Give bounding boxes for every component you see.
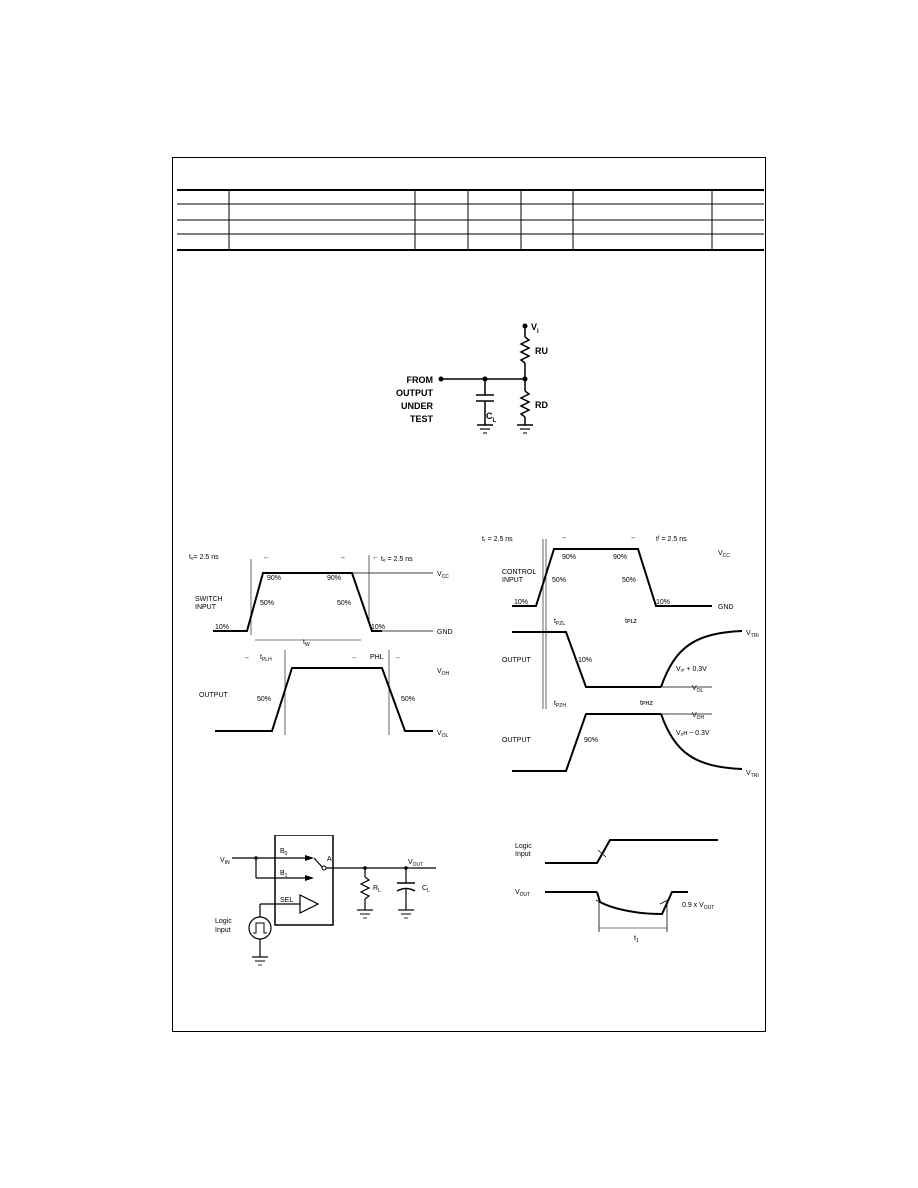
glitch-vout-waveform [596, 891, 688, 916]
in-10pct-b: 10% [371, 624, 385, 631]
load-circuit-diagram: VI RU CL RD FROM OUTPUT UNDER TEST [396, 322, 548, 434]
supply-label: VI [531, 322, 539, 335]
voh-label: VOH [437, 668, 450, 677]
out2-pct-label: 90% [584, 737, 598, 744]
output-high-tristate-curve [660, 713, 743, 770]
source-label-4: TEST [410, 414, 434, 424]
output-2-label: OUTPUT [502, 737, 532, 744]
vtri-label-b: VTRI [746, 770, 759, 779]
pulldown-label: RD [535, 400, 548, 410]
logic-input-label-1: Logic [215, 918, 232, 925]
in-90pct-b: 90% [327, 575, 341, 582]
tphz-label: tᴘʜᴢ [640, 700, 653, 707]
glitch-logic-input-label-1: Logic [515, 843, 532, 850]
glitch-logic-input-label-2: Input [515, 851, 531, 858]
control-input-label-2: INPUT [502, 577, 524, 584]
in-50pct-a: 50% [260, 600, 274, 607]
ctl-90pct-b: 90% [613, 554, 627, 561]
in-90pct-a: 90% [267, 575, 281, 582]
svg-text:←: ← [372, 554, 379, 561]
vol-label: VOL [437, 730, 449, 739]
control-input-waveform [512, 548, 712, 607]
pullup-resistor [519, 336, 531, 364]
fall-time-label: tₑ = 2.5 ns [381, 556, 413, 563]
ac-characteristics-table [177, 189, 764, 251]
svg-text:←: ← [630, 534, 637, 541]
tpzh-label: tPZH [554, 700, 566, 709]
port-a-label: A [327, 856, 332, 863]
svg-text:→: → [560, 534, 567, 541]
tphl-label: PHL [370, 654, 384, 661]
out-50pct-b: 50% [401, 696, 415, 703]
enable-voh-label: VOH [692, 712, 705, 721]
output-1-label: OUTPUT [502, 657, 532, 664]
ctl-10pct-b: 10% [656, 599, 670, 606]
vcc-label: VCC [437, 571, 449, 580]
switch-input-label-2: INPUT [195, 604, 217, 611]
ctl-10pct-a: 10% [514, 599, 528, 606]
output-label: OUTPUT [199, 692, 229, 699]
sel-label: SEL [280, 897, 293, 904]
vtri-label-a: VTRI [746, 630, 759, 639]
out-50pct-a: 50% [257, 696, 271, 703]
enable-rise-time-label: tᵣ = 2.5 ns [482, 536, 513, 543]
load-resistor [359, 876, 371, 900]
enable-fall-time-label: tᶠ = 2.5 ns [656, 536, 687, 543]
control-input-label-1: CONTROL [502, 569, 536, 576]
pullup-label: RU [535, 346, 548, 356]
output-high-waveform [512, 713, 661, 772]
in-50pct-b: 50% [337, 600, 351, 607]
vin-label: VIN [220, 857, 230, 866]
svg-text:←: ← [263, 554, 270, 561]
page-frame [172, 157, 766, 1032]
ctl-90pct-a: 90% [562, 554, 576, 561]
rise-time-label: tₑ= 2.5 ns [189, 554, 219, 561]
output-waveform [215, 667, 433, 732]
t1-label: t1 [634, 935, 639, 944]
tplz-label: tᴘʟᴢ [625, 618, 637, 625]
vout-label: VOUT [408, 859, 423, 868]
ctl-50pct-b: 50% [622, 577, 636, 584]
pulse-source [248, 916, 272, 940]
enable-disable-timing-diagram: tᵣ = 2.5 ns → ← tᶠ = 2.5 ns VCC 90% 90% … [482, 534, 759, 779]
glitch-vout-label: VOUT [515, 889, 530, 898]
cap-label: CL [486, 411, 497, 424]
svg-text:→: → [350, 654, 357, 661]
tplh-label: tPLH [260, 654, 272, 663]
source-label-2: OUTPUT [396, 388, 434, 398]
glitch-timing-diagram: Logic Input VOUT t1 0.9 x VOUT [515, 839, 718, 944]
glitch-logic-waveform [545, 839, 718, 864]
port-b0-label: B0 [280, 848, 288, 857]
output-low-tristate-curve [660, 630, 743, 688]
tw-label: tW [303, 639, 310, 648]
switch-input-waveform [213, 572, 382, 632]
voh-minus-label: Vₒʜ − 0.3V [676, 730, 710, 737]
switch-arm [313, 857, 324, 869]
svg-text:→: → [339, 554, 346, 561]
enable-gnd-label: GND [718, 604, 734, 611]
logic-input-label-2: Input [215, 927, 231, 934]
out1-pct-label: 10% [578, 657, 592, 664]
switch-input-label-1: SWITCH [195, 596, 223, 603]
pulldown-resistor [519, 390, 531, 418]
enable-vcc-label: VCC [718, 550, 730, 559]
gnd-label: GND [437, 629, 453, 636]
switch-test-circuit: VIN B0 B1 A VOUT SEL Logic Input RL CL [215, 835, 436, 966]
svg-text:→: → [243, 654, 250, 661]
tpzl-label: tPZL [554, 618, 565, 627]
vol-plus-label: Vₒₗ + 0.3V [676, 666, 707, 673]
enable-vol-label: VOL [692, 685, 704, 694]
rl-label: RL [373, 885, 381, 894]
cl-label: CL [422, 885, 430, 894]
switch-package [274, 835, 334, 926]
source-label-1: FROM [407, 375, 434, 385]
vout-pct-label: 0.9 x VOUT [682, 902, 714, 911]
port-b1-label: B1 [280, 870, 288, 879]
ctl-50pct-a: 50% [552, 577, 566, 584]
in-10pct-a: 10% [215, 624, 229, 631]
svg-text:←: ← [395, 654, 402, 661]
output-low-waveform [512, 631, 661, 688]
propagation-delay-diagram: tₑ= 2.5 ns ← → ← tₑ = 2.5 ns 90% 90% 50%… [189, 554, 453, 739]
source-label-3: UNDER [401, 401, 434, 411]
